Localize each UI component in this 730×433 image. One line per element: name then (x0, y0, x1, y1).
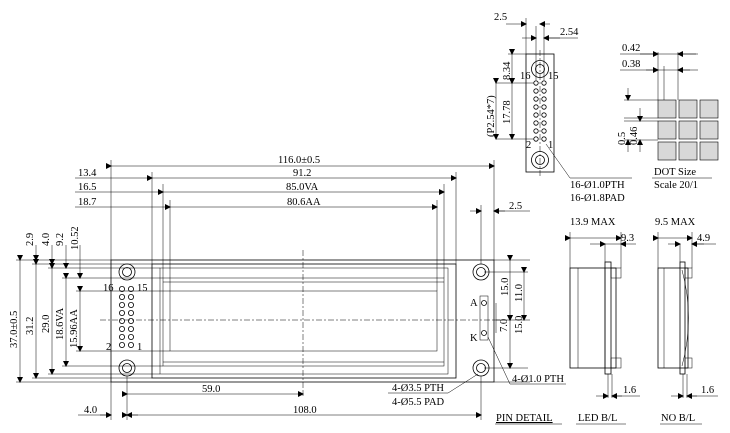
dot-0-5: 0.5 (617, 132, 628, 145)
pin-block-16: 16 (520, 71, 531, 82)
led-1-6: 1.6 (623, 385, 636, 396)
anode-label: A (470, 298, 478, 309)
led-bl-label: LED B/L (578, 413, 617, 424)
pin-block-15: 15 (548, 71, 559, 82)
pin-block-pth: 16-Ø1.0PTH (570, 180, 625, 191)
dot-cell (699, 99, 719, 119)
dim-2-5-right: 2.5 (509, 201, 522, 212)
left-dims (16, 245, 170, 383)
dim-18-7: 18.7 (78, 197, 96, 208)
dim-116: 116.0±0.5 (278, 155, 320, 166)
led-9-3: 9.3 (621, 233, 634, 244)
pin-block-8-34: 8.34 (502, 61, 513, 80)
dot-cell (657, 99, 677, 119)
pin-block-2-54: 2.54 (560, 27, 579, 38)
dim-59: 59.0 (202, 384, 220, 395)
pin-block-detail (493, 18, 632, 179)
front-pin-1: 1 (137, 342, 142, 353)
top-dims (75, 160, 495, 291)
pth-label: 4-Ø3.5 PTH (392, 383, 444, 394)
dim-15-lower: 15.0 (514, 316, 525, 334)
dim-7: 7.0 (499, 319, 510, 332)
dim-80-6aa: 80.6AA (287, 197, 321, 208)
dim-11: 11.0 (514, 284, 525, 302)
cathode-label: K (470, 333, 478, 344)
dim-4-0: 4.0 (41, 233, 52, 246)
nobl-9-5-max: 9.5 MAX (655, 217, 696, 228)
dim-29: 29.0 (41, 315, 52, 333)
front-pin-15: 15 (137, 283, 148, 294)
front-pin-2: 2 (106, 342, 111, 353)
dim-85va: 85.0VA (286, 182, 319, 193)
pin-block-pad: 16-Ø1.8PAD (570, 193, 625, 204)
right-dims (484, 255, 530, 383)
dot-cell (699, 120, 719, 140)
dot-0-38: 0.38 (622, 59, 640, 70)
bezel (151, 263, 457, 379)
dim-13-4: 13.4 (78, 168, 97, 179)
pin-pth-label: 4-Ø1.0 PTH (512, 374, 564, 385)
dim-15-96aa: 15.96AA (69, 309, 80, 348)
dim-10-52: 10.52 (70, 226, 81, 250)
nobl-label: NO B/L (661, 413, 695, 424)
dot-0-42: 0.42 (622, 43, 640, 54)
dot-size-detail (620, 51, 719, 179)
dim-15-upper: 15.0 (500, 278, 511, 296)
dim-91-2: 91.2 (293, 168, 311, 179)
side-view-nobl (653, 232, 718, 425)
dim-4-0-bottom: 4.0 (84, 405, 97, 416)
pin-block-1: 1 (548, 140, 553, 151)
dim-37: 37.0±0.5 (9, 311, 20, 348)
dim-18-6va: 18.6VA (55, 307, 66, 340)
front-view: 16 15 2 1 A K (9, 155, 566, 425)
nobl-1-6: 1.6 (701, 385, 714, 396)
dot-cell (699, 141, 719, 161)
mount-hole-tl (118, 263, 136, 281)
pin-block-17-78: 17.78 (502, 100, 513, 124)
pin-block-2: 2 (526, 140, 531, 151)
dim-31-2: 31.2 (25, 317, 36, 335)
dot-cell (678, 141, 698, 161)
nobl-4-9: 4.9 (697, 233, 710, 244)
dim-16-5: 16.5 (78, 182, 96, 193)
dot-cell (657, 120, 677, 140)
dim-9-2: 9.2 (55, 233, 66, 246)
pcb-outline (110, 259, 495, 383)
viewing-area (162, 277, 445, 367)
dot-size-title: DOT Size (654, 167, 696, 178)
dim-2-9: 2.9 (25, 233, 36, 246)
pin-detail-label: PIN DETAIL (496, 413, 553, 424)
active-area (169, 290, 438, 352)
led-13-9-max: 13.9 MAX (570, 217, 616, 228)
pad-label: 4-Ø5.5 PAD (392, 397, 445, 408)
front-pin-16: 16 (103, 283, 114, 294)
connector-pins (119, 285, 134, 348)
bottom-dims (78, 336, 566, 420)
pin-block-2-5: 2.5 (494, 12, 507, 23)
pin-block-pitch: (P2.54*7) (486, 95, 497, 137)
dot-cell (678, 120, 698, 140)
dot-0-46: 0.46 (629, 127, 640, 145)
dot-cell (678, 99, 698, 119)
mount-hole-bl (118, 359, 136, 377)
dim-108: 108.0 (293, 405, 317, 416)
dot-size-scale: Scale 20/1 (654, 180, 698, 191)
dot-cell (657, 141, 677, 161)
side-view-led (565, 232, 640, 425)
